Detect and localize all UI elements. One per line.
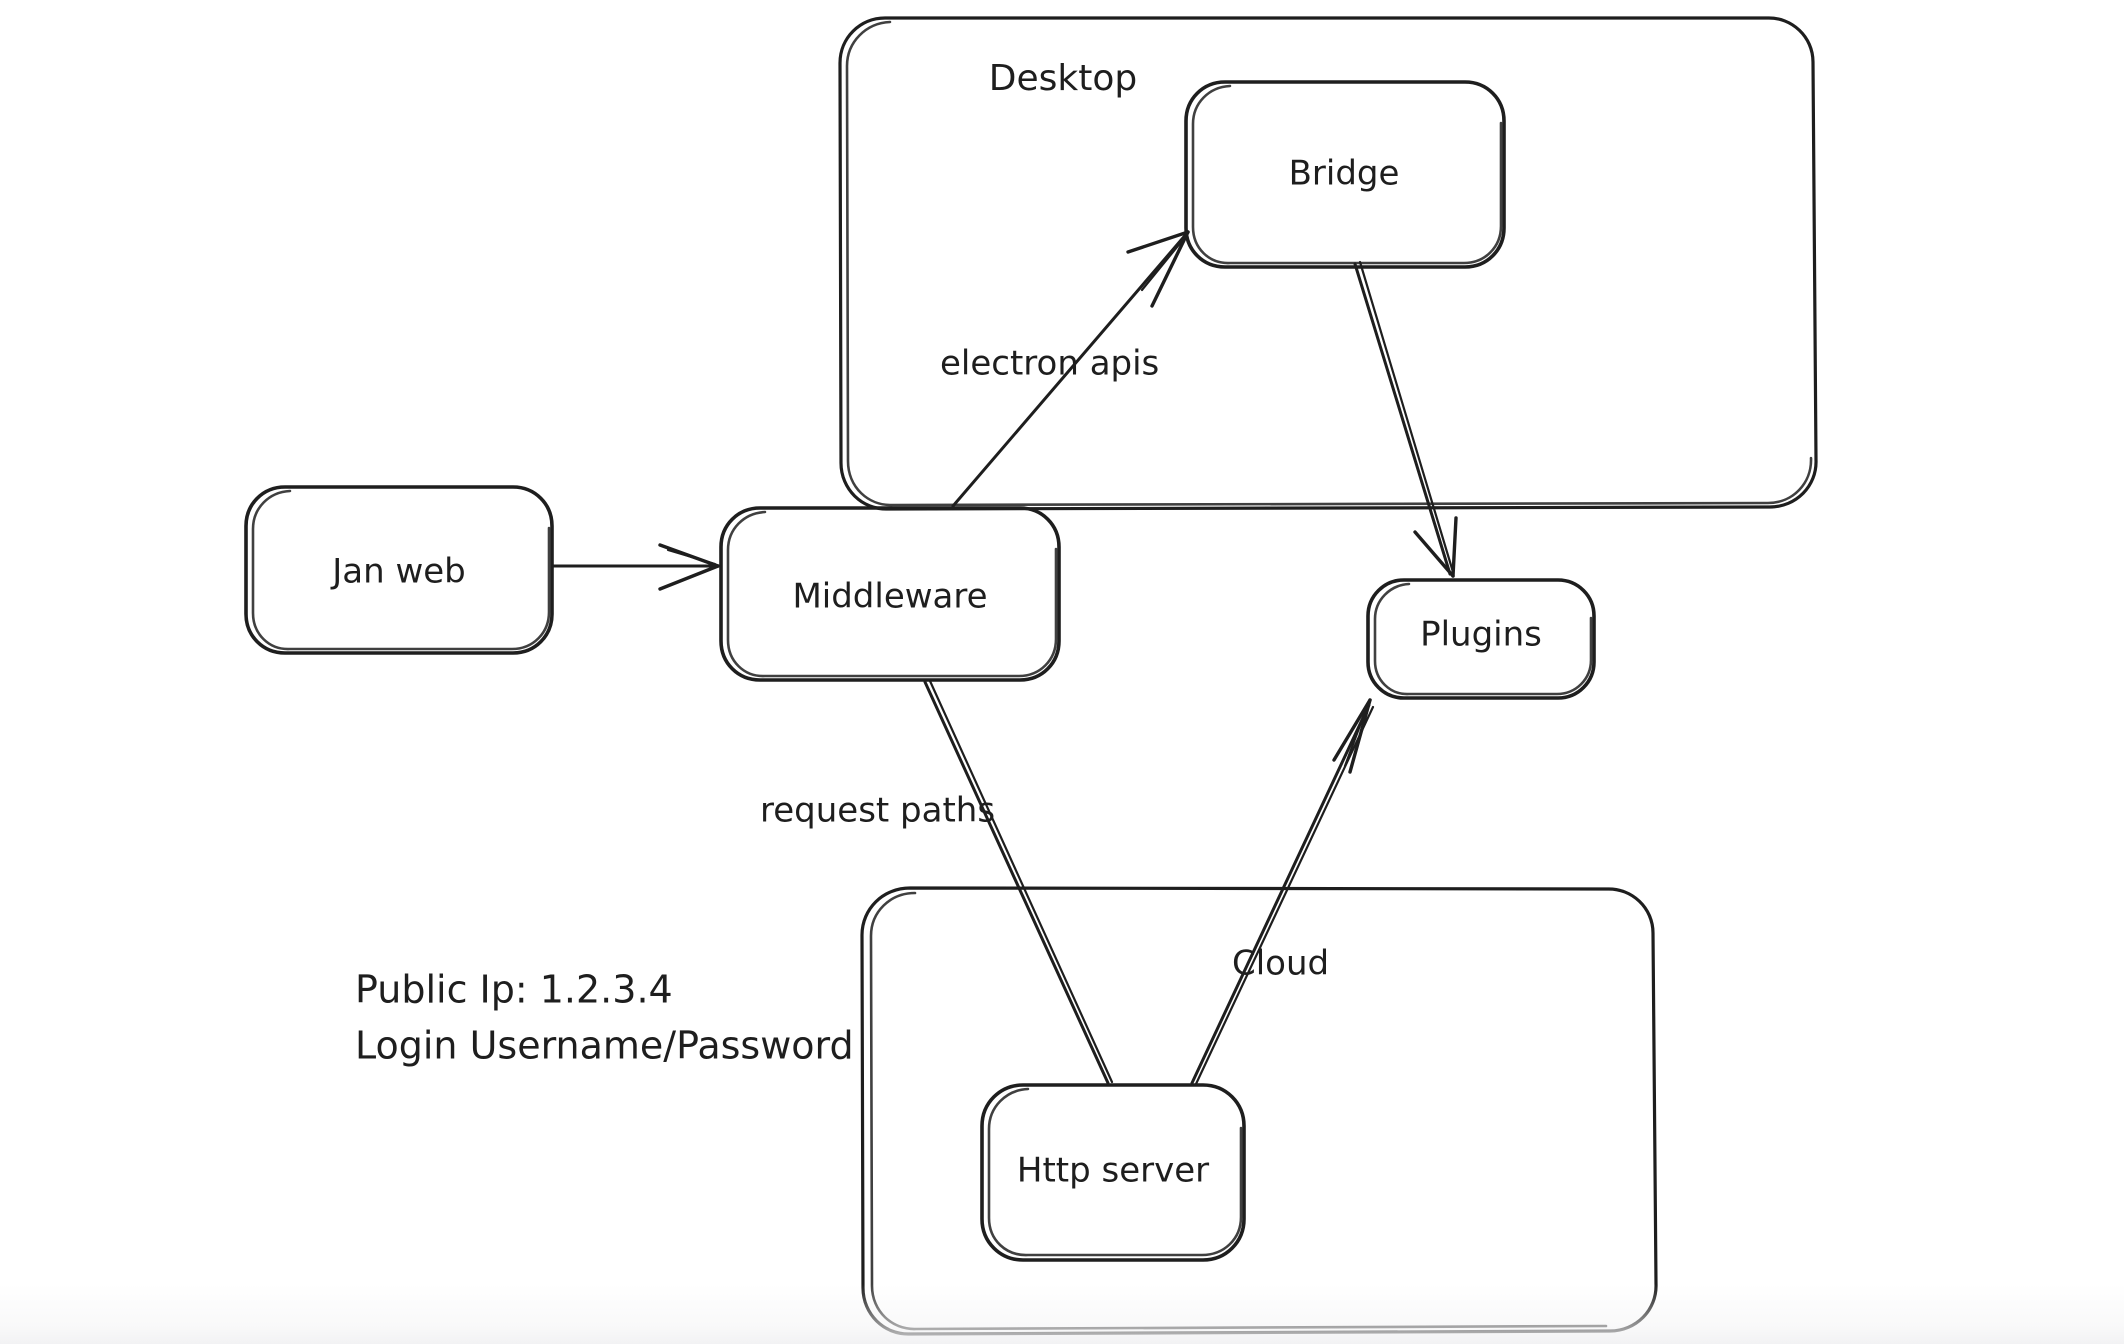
node-label-jan-web: Jan web bbox=[330, 552, 466, 592]
note-public-ip: Public Ip: 1.2.3.4 bbox=[355, 968, 673, 1012]
node-label-bridge: Bridge bbox=[1289, 154, 1400, 194]
note-login-credentials: Login Username/Password bbox=[355, 1024, 854, 1068]
node-middleware[interactable] bbox=[719, 506, 1061, 682]
container-desktop[interactable] bbox=[838, 16, 1818, 511]
node-label-plugins: Plugins bbox=[1420, 615, 1542, 655]
edge-label-request-paths: request paths bbox=[760, 791, 995, 831]
edge-middleware-to-httpserver bbox=[923, 679, 1114, 1085]
edge-janweb-to-middleware bbox=[551, 543, 720, 591]
node-bridge[interactable] bbox=[1184, 80, 1506, 269]
edge-bridge-to-plugins bbox=[1353, 260, 1458, 578]
node-jan-web[interactable] bbox=[244, 485, 554, 655]
node-label-http-server: Http server bbox=[1017, 1151, 1209, 1191]
node-http-server[interactable] bbox=[980, 1083, 1246, 1262]
edge-middleware-to-bridge bbox=[951, 230, 1190, 508]
container-label-desktop: Desktop bbox=[989, 58, 1137, 99]
node-label-middleware: Middleware bbox=[792, 577, 987, 617]
edge-label-cloud: Cloud bbox=[1232, 944, 1329, 984]
edge-label-electron-apis: electron apis bbox=[940, 344, 1159, 384]
node-plugins[interactable] bbox=[1366, 578, 1596, 700]
edge-httpserver-to-plugins bbox=[1190, 698, 1375, 1086]
